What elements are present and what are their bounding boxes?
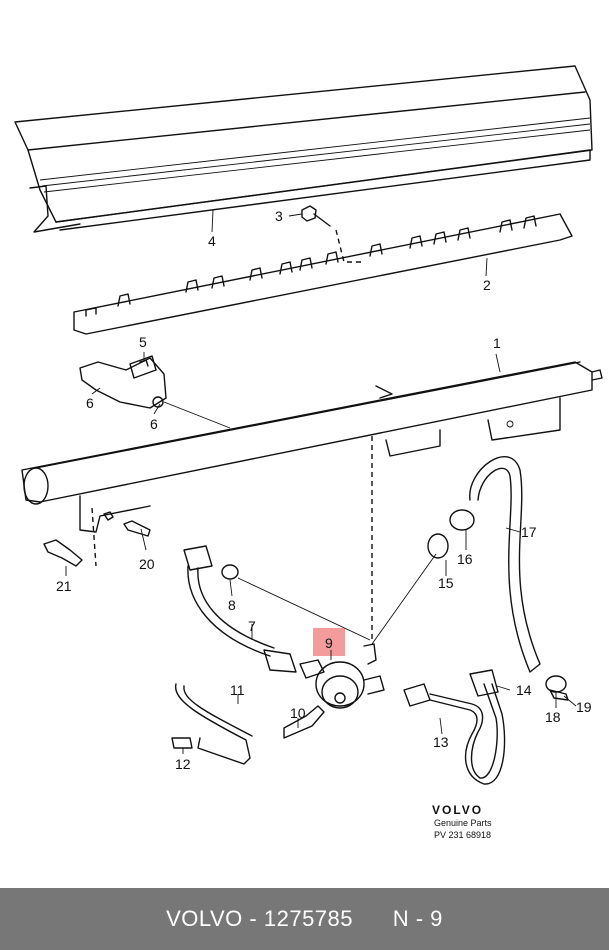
callout-6a: 6	[86, 395, 94, 411]
hose-11	[174, 683, 251, 765]
screw-20	[103, 511, 151, 537]
leader-lines	[65, 209, 577, 754]
screw-3	[301, 205, 331, 227]
footer-gap	[353, 906, 393, 932]
callout-13: 13	[433, 734, 449, 750]
callout-9-highlight	[313, 628, 345, 656]
callout-18: 18	[545, 709, 561, 725]
footer-separator: -	[242, 906, 264, 931]
fuel-rail	[21, 361, 603, 533]
brand-line-2: PV 231 68918	[434, 830, 491, 840]
brand-logo-text: VOLVO	[432, 803, 483, 817]
callout-20: 20	[139, 556, 155, 572]
bracket-strip	[73, 213, 573, 335]
rail-dash-left	[91, 507, 97, 567]
callout-12: 12	[175, 756, 191, 772]
hose-17	[469, 456, 541, 673]
seal-ring-8	[221, 564, 239, 580]
footer-bar: VOLVO - 1275785 N - 9	[0, 888, 609, 950]
fuel-line-7	[183, 545, 297, 673]
parts-diagram: 1 2 3 4 5 6 6 7 8 9 10 11 12 13 14 15 16…	[14, 65, 603, 840]
clamp-16	[449, 509, 475, 531]
callout-21: 21	[56, 578, 72, 594]
callout-5: 5	[139, 334, 147, 350]
callout-15: 15	[438, 575, 454, 591]
injector	[79, 355, 167, 409]
callout-14: 14	[516, 682, 532, 698]
callout-8: 8	[228, 597, 236, 613]
callout-7: 7	[248, 618, 256, 634]
brand-line-1: Genuine Parts	[434, 818, 492, 828]
callout-10: 10	[290, 705, 306, 721]
cover-panel	[14, 65, 593, 233]
callout-17: 17	[521, 524, 537, 540]
hose-11-b	[183, 685, 253, 737]
callout-2: 2	[483, 277, 491, 293]
callout-3: 3	[275, 208, 283, 224]
hose-10	[283, 705, 325, 739]
nut-15	[427, 533, 449, 559]
pressure-regulator	[299, 643, 385, 709]
screw-path	[335, 229, 362, 263]
callout-19: 19	[576, 699, 592, 715]
callout-4: 4	[208, 233, 216, 249]
footer-part-number: 1275785	[263, 906, 354, 931]
callout-1: 1	[493, 335, 501, 351]
return-pipe-13	[403, 669, 506, 785]
callout-16: 16	[457, 551, 473, 567]
callout-11: 11	[230, 682, 245, 698]
callouts: 1 2 3 4 5 6 6 7 8 9 10 11 12 13 14 15 16…	[56, 208, 592, 772]
callout-9: 9	[325, 635, 333, 651]
callout-6b: 6	[150, 416, 158, 432]
brand-block: VOLVO Genuine Parts PV 231 68918	[432, 803, 492, 840]
hose-12	[171, 737, 193, 749]
pin-21	[43, 539, 83, 567]
footer-position-label: N - 9	[392, 906, 443, 931]
footer-brand: VOLVO	[166, 906, 243, 931]
